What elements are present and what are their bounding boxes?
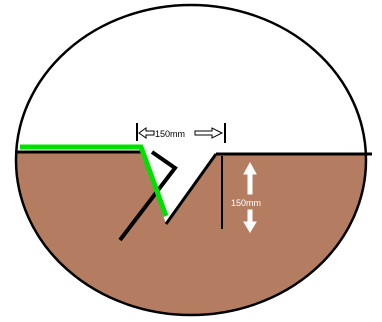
horizontal-dim-arrow-right — [194, 127, 224, 139]
notch-right-edge — [164, 153, 218, 225]
section-outline — [14, 3, 368, 317]
soil-region — [16, 152, 366, 315]
vertical-dim-arrow-down — [243, 209, 257, 233]
vertical-dimension-label: 150mm — [231, 198, 261, 208]
horizontal-dim-arrow-left — [138, 127, 155, 139]
vertical-dim-arrow-up — [243, 161, 257, 195]
horizontal-dimension-label: 150mm — [155, 129, 185, 139]
green-profile-line — [20, 144, 169, 217]
notch-member — [118, 150, 178, 242]
